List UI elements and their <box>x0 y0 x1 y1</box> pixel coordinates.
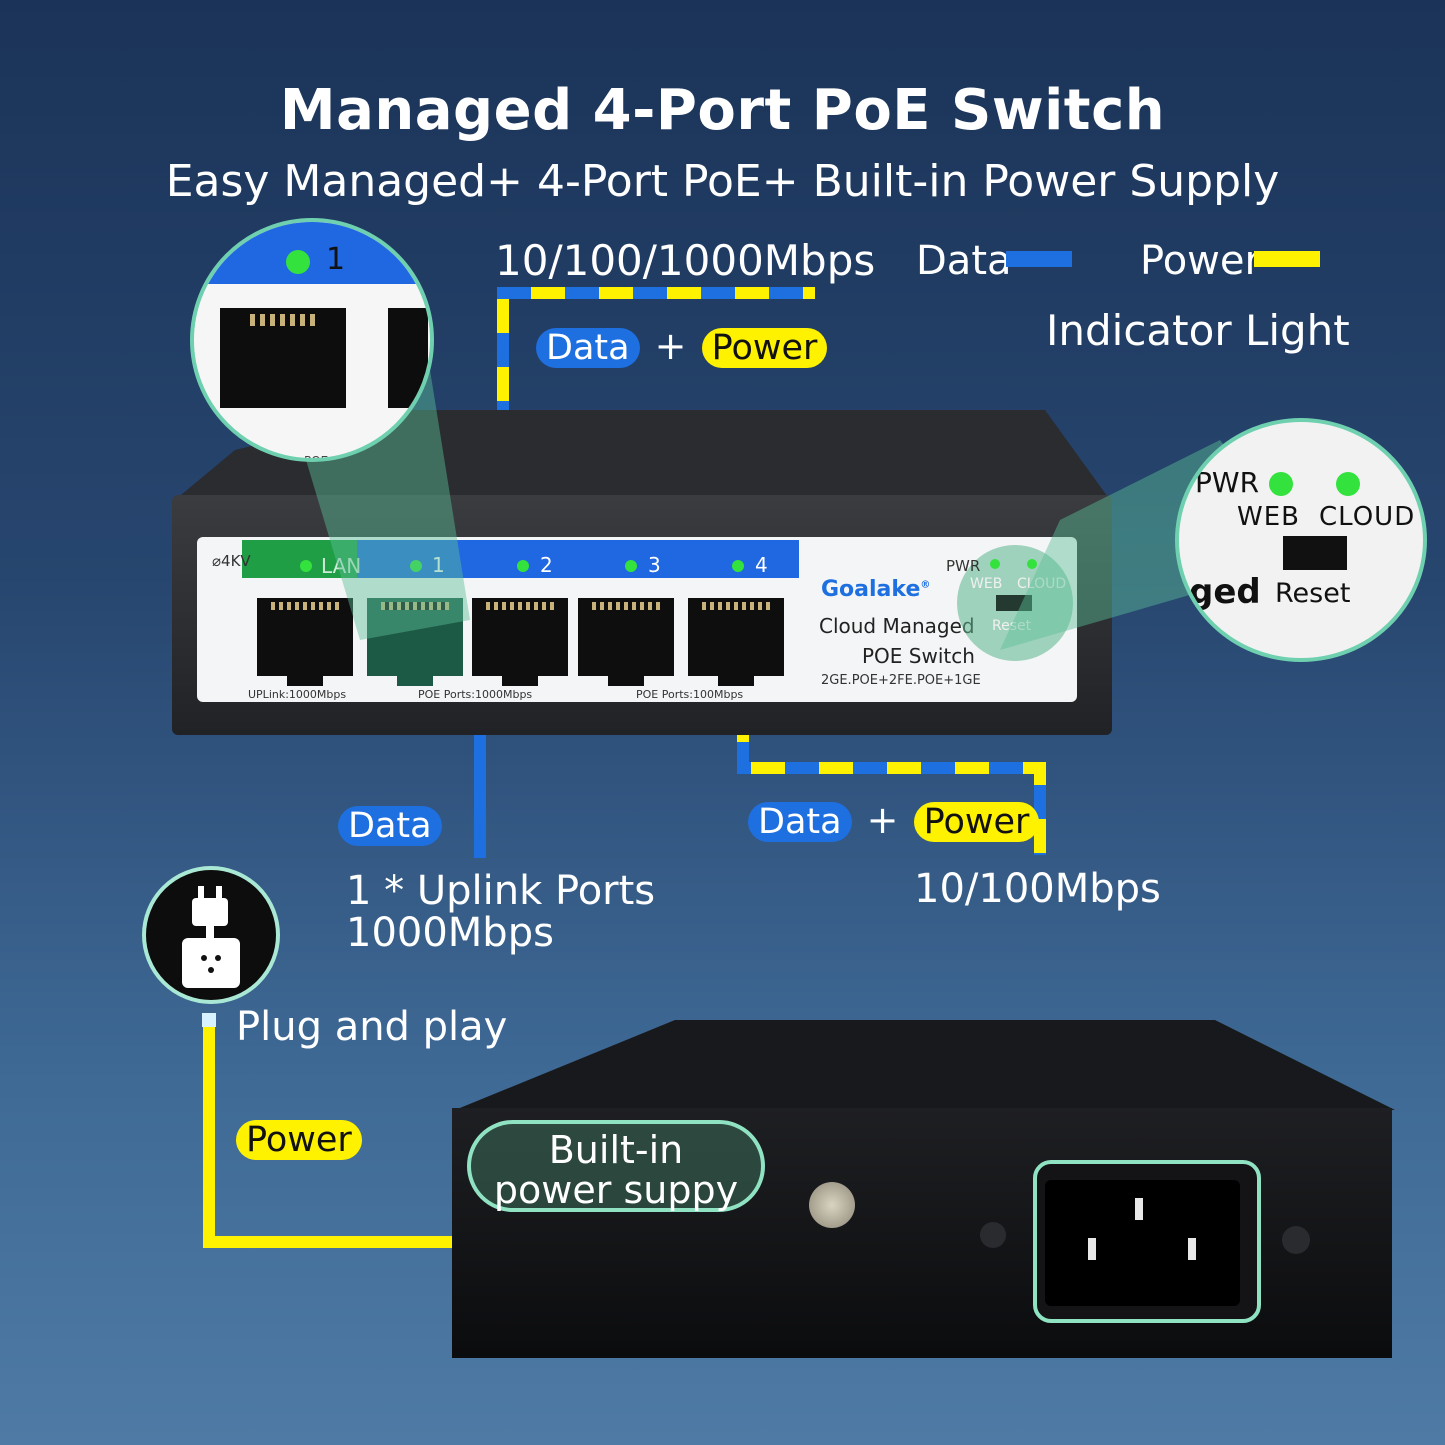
socket-prong-middle <box>1135 1198 1143 1220</box>
cloud-label: CLOUD <box>1017 576 1066 592</box>
switch-top-surface <box>175 410 1110 500</box>
port-4-led <box>732 560 744 572</box>
uplink-label-2: 1000Mbps <box>346 910 554 956</box>
power-callout: Power <box>236 1120 362 1160</box>
data-pill: Data <box>748 802 852 842</box>
power-pill: Power <box>913 802 1040 842</box>
magnifier-reset-button <box>1283 536 1347 570</box>
magnifier-cloud: CLOUD <box>1319 502 1416 532</box>
uplink-port <box>257 598 353 686</box>
poe-port-3 <box>578 598 674 686</box>
magnifier-caption: POE <box>304 454 329 462</box>
poe100-caption: POE Ports:100Mbps <box>636 688 744 701</box>
magnifier-port-jack <box>220 308 346 408</box>
plus-sign: + <box>866 798 899 842</box>
legend-data-swatch <box>1006 251 1072 267</box>
power-pill: Power <box>701 328 828 368</box>
legend-power-swatch <box>1254 251 1320 267</box>
mount-screw-right <box>1282 1226 1310 1254</box>
port-2-number: 2 <box>540 553 553 577</box>
data-pill: Data <box>536 328 640 368</box>
poe1000-caption: POE Ports:1000Mbps <box>418 688 533 701</box>
mount-screw-left <box>980 1222 1006 1248</box>
port-4-number: 4 <box>755 553 768 577</box>
poe-port-4 <box>688 598 784 686</box>
lan-label: LAN <box>321 554 361 578</box>
port-3-led <box>625 560 637 572</box>
top-data-power-callout: Data + Power <box>536 324 828 368</box>
socket-prong-left <box>1088 1238 1096 1260</box>
bottom-data-power-callout: Data + Power <box>748 798 1040 842</box>
builtin-line-2: power suppy <box>493 1168 739 1212</box>
lan-label-strip <box>242 540 357 578</box>
magnifier-web-led <box>1336 472 1360 496</box>
plug-icon <box>142 866 280 1004</box>
uplink-caption: UPLink:1000Mbps <box>248 688 347 701</box>
plus-sign: + <box>654 324 687 368</box>
poe-port-2 <box>472 598 568 686</box>
builtin-line-1: Built-in <box>548 1128 684 1172</box>
pwr-led <box>990 559 1000 569</box>
ground-screw <box>809 1182 855 1228</box>
magnifier-blue-strip <box>194 222 430 284</box>
indicator-magnifier: PWR WEB CLOUD ged Reset <box>1175 418 1427 662</box>
port-1-number: 1 <box>432 553 445 577</box>
magnifier-pwr-led <box>1269 472 1293 496</box>
pwr-label: PWR <box>946 557 981 575</box>
magnifier-pwr: PWR <box>1195 466 1260 499</box>
poe-port-1 <box>367 598 463 686</box>
uplink-label-1: 1 * Uplink Ports <box>346 868 656 914</box>
page-subtitle: Easy Managed+ 4-Port PoE+ Built-in Power… <box>165 156 1280 207</box>
speed-top-label: 10/100/1000Mbps <box>495 236 876 285</box>
magnifier-port-number: 1 <box>326 242 346 277</box>
wire-endpoint <box>202 1013 216 1027</box>
model-line-2: POE Switch <box>862 644 975 668</box>
magnifier-port-led <box>286 250 310 274</box>
uplink-data-callout: Data <box>338 806 442 846</box>
power-pill: Power <box>236 1120 362 1160</box>
page-title: Managed 4-Port PoE Switch <box>279 78 1166 143</box>
builtin-power-badge: Built-in power suppy <box>467 1120 765 1212</box>
speed-bottom-label: 10/100Mbps <box>914 866 1161 912</box>
magnifier-fragment: ged <box>1189 572 1261 612</box>
magnifier-reset-label: Reset <box>1275 578 1351 609</box>
magnifier-web: WEB <box>1237 502 1300 532</box>
web-led <box>1027 559 1037 569</box>
plug-and-play-label: Plug and play <box>236 1004 508 1050</box>
port-magnifier: 1 POE <box>190 218 434 462</box>
legend-power-label: Power <box>1140 238 1261 284</box>
lan-led <box>300 560 312 572</box>
port-1-led <box>410 560 422 572</box>
surge-rating: ⌀4KV <box>212 552 251 570</box>
reset-label: Reset <box>992 618 1031 634</box>
model-spec: 2GE.POE+2FE.POE+1GE <box>821 673 981 688</box>
legend-data-label: Data <box>916 238 1012 284</box>
port-2-led <box>517 560 529 572</box>
switch-back-top <box>455 1020 1395 1110</box>
data-pill: Data <box>338 806 442 846</box>
brand-logo: Goalake® <box>821 577 931 602</box>
magnifier-next-jack <box>388 308 428 408</box>
reset-button <box>996 595 1032 611</box>
port-3-number: 3 <box>648 553 661 577</box>
indicator-light-label: Indicator Light <box>1046 306 1350 355</box>
web-label: WEB <box>970 576 1003 592</box>
socket-prong-right <box>1188 1238 1196 1260</box>
model-line-1: Cloud Managed <box>819 614 975 638</box>
